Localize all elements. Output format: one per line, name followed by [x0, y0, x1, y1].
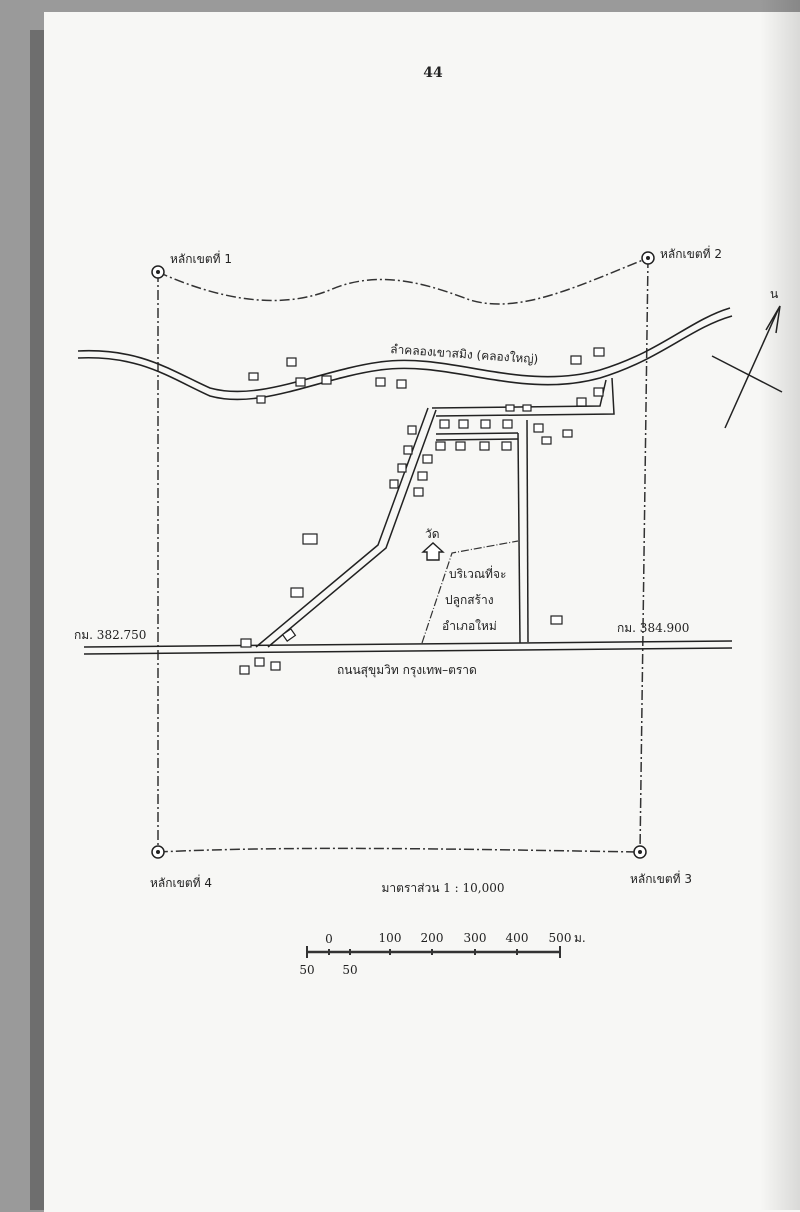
- building: [286, 357, 297, 367]
- scale-label-100: 100: [379, 931, 402, 945]
- temple-label: วัด: [425, 527, 440, 541]
- building: [396, 379, 407, 389]
- building: [302, 533, 318, 545]
- page-curl-shadow: [760, 0, 800, 1210]
- km-right-label: กม. 384.900: [617, 621, 689, 635]
- area-label-line-2: ปลูกสร้าง: [445, 593, 494, 608]
- building: [502, 419, 513, 429]
- building: [422, 454, 433, 464]
- building: [256, 395, 266, 404]
- building: [570, 355, 582, 365]
- building: [522, 404, 532, 412]
- scale-label-500: 500: [549, 931, 572, 945]
- building: [435, 441, 446, 451]
- scale-bottom-label-right: 50: [342, 963, 357, 977]
- road-label: ถนนสุขุมวิท กรุงเทพ–ตราด: [337, 663, 477, 678]
- scale-label-400: 400: [506, 931, 529, 945]
- north-label: น: [770, 287, 778, 301]
- area-label-line-3: อำเภอใหม่: [442, 619, 497, 633]
- building: [270, 661, 281, 671]
- boundary-marker-3: [633, 845, 647, 859]
- building: [403, 445, 413, 455]
- scale-bar: [306, 946, 561, 958]
- temple-icon: [421, 542, 445, 561]
- area-label-line-1: บริเวณที่จะ: [449, 565, 506, 581]
- buildings: [239, 347, 605, 675]
- building: [550, 615, 563, 625]
- scale-unit: ม.: [574, 931, 586, 945]
- building: [248, 372, 259, 381]
- building: [239, 665, 250, 675]
- building: [413, 487, 424, 497]
- scale-label-0: 0: [325, 932, 333, 946]
- building: [480, 419, 491, 429]
- river: [77, 307, 733, 401]
- scanned-page: [44, 12, 800, 1212]
- building: [458, 419, 469, 429]
- scale-label-300: 300: [464, 931, 487, 945]
- building: [562, 429, 573, 438]
- page-number: 44: [423, 65, 443, 81]
- building: [541, 436, 552, 445]
- scale-title: มาตราส่วน 1 : 10,000: [382, 881, 505, 895]
- building: [375, 377, 386, 387]
- building: [389, 479, 399, 489]
- building: [295, 377, 306, 387]
- river-label: ลำคลองเขาสมิง (คลองใหญ่): [390, 342, 539, 366]
- page-edge-shadow: [30, 30, 46, 1210]
- building: [321, 375, 332, 385]
- boundary-marker-1: [151, 265, 165, 279]
- km-left-label: กม. 382.750: [74, 628, 146, 642]
- building: [397, 463, 407, 473]
- building: [290, 587, 304, 598]
- building: [455, 441, 466, 451]
- marker-2-label: หลักเขตที่ 2: [660, 245, 722, 261]
- building: [240, 638, 252, 648]
- scale-label-200: 200: [421, 931, 444, 945]
- marker-4-label: หลักเขตที่ 4: [150, 874, 212, 890]
- marker-1-label: หลักเขตที่ 1: [170, 250, 232, 266]
- building: [281, 628, 297, 642]
- building: [439, 419, 450, 429]
- boundary-marker-4: [151, 845, 165, 859]
- roads: [83, 377, 733, 655]
- building: [417, 471, 428, 481]
- north-arrow-icon: [711, 305, 783, 429]
- building: [407, 425, 417, 435]
- marker-3-label: หลักเขตที่ 3: [630, 870, 692, 886]
- building: [533, 423, 544, 433]
- building: [501, 441, 512, 451]
- building: [593, 347, 605, 357]
- building: [576, 397, 587, 407]
- building: [479, 441, 490, 451]
- scale-bottom-label-left: 50: [299, 963, 314, 977]
- new-district-area-boundary: [421, 540, 519, 644]
- building: [254, 657, 265, 667]
- boundary-line: [157, 257, 649, 853]
- building: [593, 387, 604, 397]
- boundary-marker-2: [641, 251, 655, 265]
- building: [505, 404, 515, 412]
